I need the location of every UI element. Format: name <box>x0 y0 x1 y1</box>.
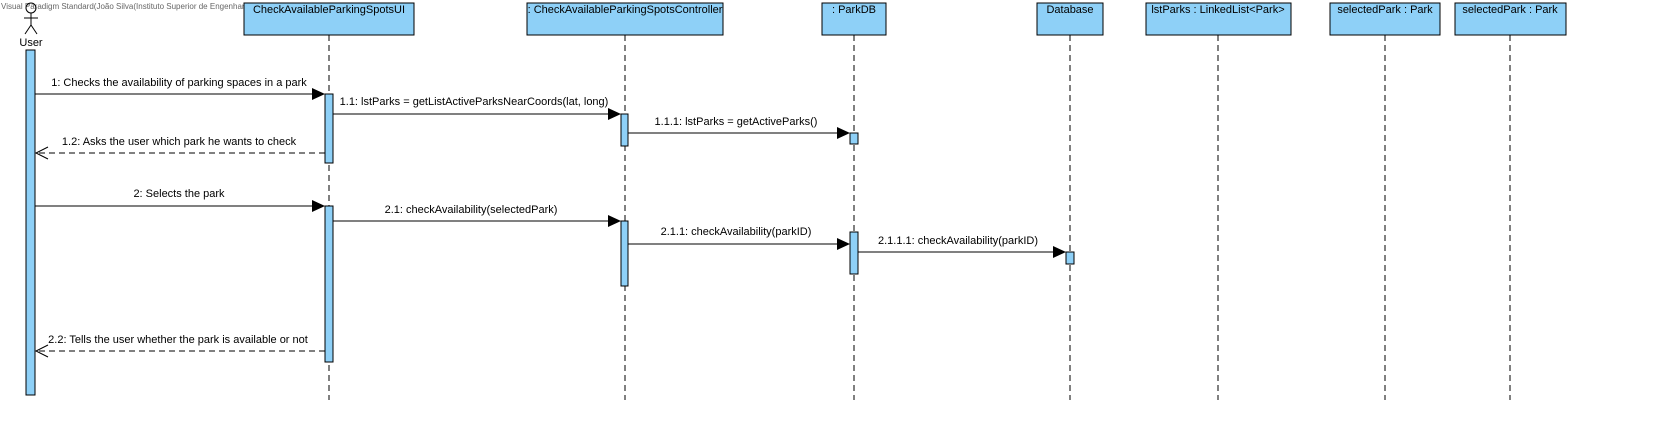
filled-arrowhead-icon <box>312 200 325 212</box>
lifeline-controller: : CheckAvailableParkingSpotsController <box>526 2 724 400</box>
lifeline-selectedpark-2-label: selectedPark : Park <box>1462 4 1558 16</box>
activation-parkdb-2 <box>849 231 859 275</box>
activation-database <box>1065 251 1075 265</box>
message-1-label: 1: Checks the availability of parking sp… <box>51 77 307 89</box>
message-2-2: 2.2: Tells the user whether the park is … <box>34 334 325 358</box>
activation-parkdb-1 <box>849 132 859 145</box>
message-2: 2: Selects the park <box>35 188 325 212</box>
lifeline-database: Database <box>1036 2 1104 400</box>
lifeline-lstparks-label: lstParks : LinkedList<Park> <box>1151 4 1284 16</box>
lifeline-parkdb: : ParkDB <box>821 2 887 400</box>
activation-ui-2 <box>324 205 334 363</box>
message-1-1: 1.1: lstParks = getListActiveParksNearCo… <box>333 96 621 120</box>
activation-user <box>25 49 36 396</box>
message-1-1-1: 1.1.1: lstParks = getActiveParks() <box>628 116 850 139</box>
message-1: 1: Checks the availability of parking sp… <box>35 77 325 100</box>
lifeline-selectedpark-2: selectedPark : Park <box>1454 2 1567 400</box>
message-1-2: 1.2: Asks the user which park he wants t… <box>34 136 325 160</box>
message-2-2-label: 2.2: Tells the user whether the park is … <box>48 334 308 346</box>
activation-controller-2 <box>620 220 629 287</box>
lifeline-parkdb-label: : ParkDB <box>832 4 876 16</box>
filled-arrowhead-icon <box>837 127 850 139</box>
open-arrowhead-icon <box>34 344 49 358</box>
stick-figure-icon <box>24 2 38 35</box>
watermark-text: Visual Paradigm Standard(João Silva(Inst… <box>1 2 289 11</box>
activation-ui-1 <box>324 93 334 164</box>
filled-arrowhead-icon <box>312 88 325 100</box>
activation-controller-1 <box>620 113 629 147</box>
lifeline-lstparks: lstParks : LinkedList<Park> <box>1145 2 1292 400</box>
message-2-1-1-1: 2.1.1.1: checkAvailability(parkID) <box>858 235 1066 258</box>
message-1-1-label: 1.1: lstParks = getListActiveParksNearCo… <box>340 96 609 108</box>
filled-arrowhead-icon <box>1053 246 1066 258</box>
lifeline-database-label: Database <box>1046 4 1093 16</box>
open-arrowhead-icon <box>34 146 49 160</box>
filled-arrowhead-icon <box>837 238 850 250</box>
message-2-label: 2: Selects the park <box>133 188 225 200</box>
actor-user: User <box>19 2 43 49</box>
lifeline-selectedpark-1: selectedPark : Park <box>1329 2 1441 400</box>
message-2-1-1-1-label: 2.1.1.1: checkAvailability(parkID) <box>878 235 1038 247</box>
message-1-2-label: 1.2: Asks the user which park he wants t… <box>62 136 297 148</box>
actor-user-label: User <box>19 37 43 49</box>
lifeline-selectedpark-1-label: selectedPark : Park <box>1337 4 1433 16</box>
lifeline-ui-label: CheckAvailableParkingSpotsUI <box>253 4 405 16</box>
message-2-1-1-label: 2.1.1: checkAvailability(parkID) <box>661 226 812 238</box>
filled-arrowhead-icon <box>608 215 621 227</box>
message-2-1-1: 2.1.1: checkAvailability(parkID) <box>628 226 850 250</box>
message-2-1-label: 2.1: checkAvailability(selectedPark) <box>385 204 558 216</box>
message-1-1-1-label: 1.1.1: lstParks = getActiveParks() <box>655 116 818 128</box>
filled-arrowhead-icon <box>608 108 621 120</box>
lifeline-controller-label: : CheckAvailableParkingSpotsController <box>528 4 723 16</box>
message-2-1: 2.1: checkAvailability(selectedPark) <box>333 204 621 227</box>
